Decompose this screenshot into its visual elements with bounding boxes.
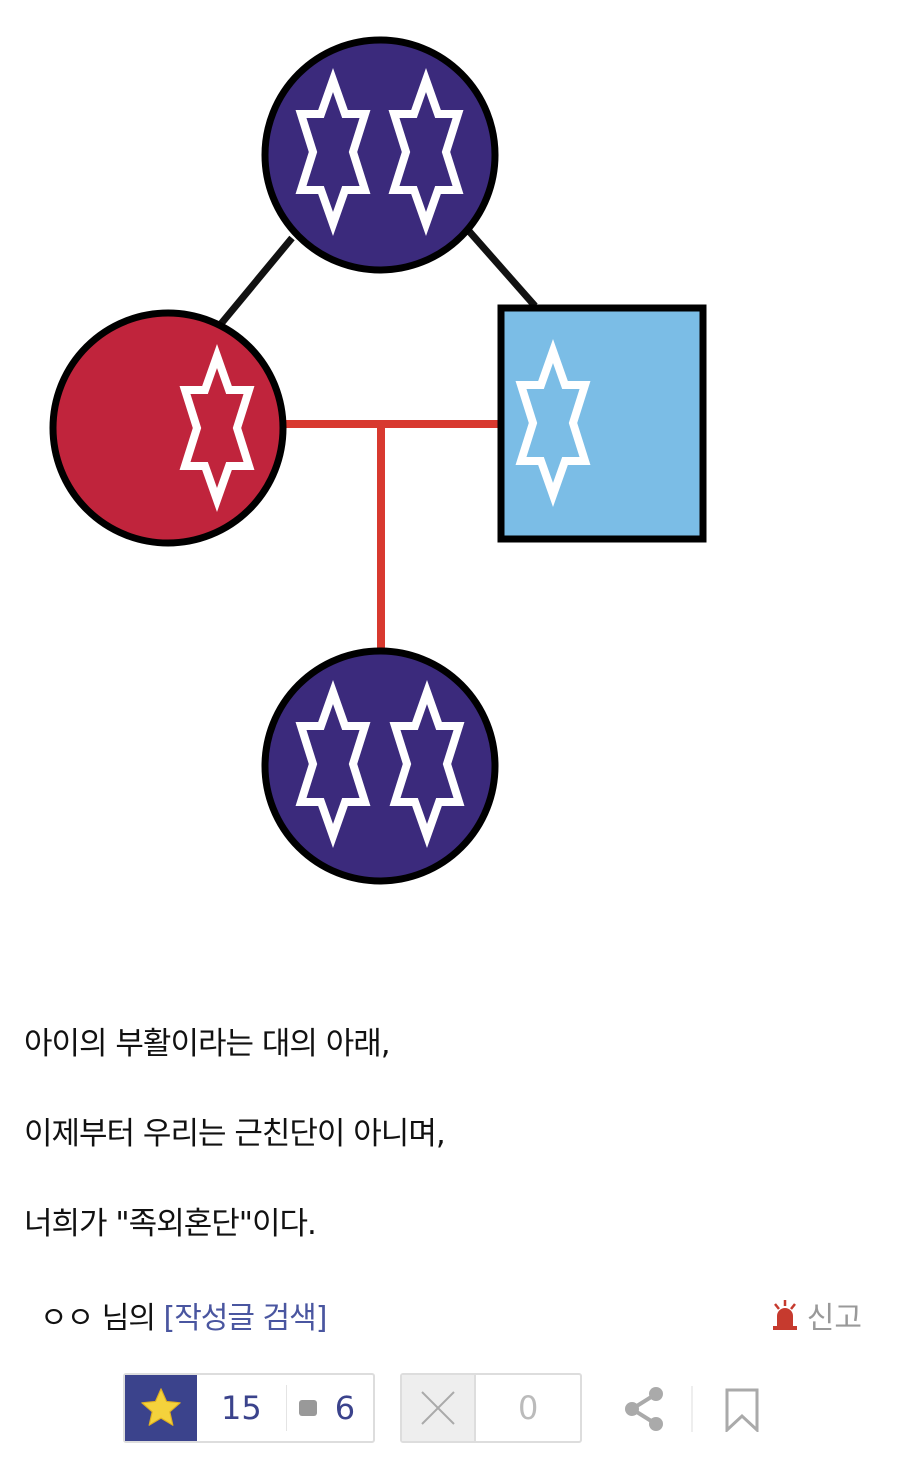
- fixed-user-icon: [298, 1400, 317, 1416]
- recommend-button[interactable]: 15 6: [123, 1373, 375, 1443]
- star-icon: [125, 1375, 197, 1441]
- nonrecommend-button[interactable]: 0: [400, 1373, 582, 1443]
- report-label: 신고: [806, 1301, 862, 1336]
- search-posts-link[interactable]: [작성글 검색]: [163, 1301, 327, 1336]
- bookmark-icon[interactable]: [724, 1388, 760, 1432]
- nonrecommend-count: 0: [518, 1389, 539, 1427]
- body-line-3: 너희가 "족외혼단"이다.: [24, 1206, 317, 1242]
- family-diagram: [49, 36, 707, 885]
- connector-top-left: [217, 235, 295, 328]
- report-button[interactable]: 신고: [769, 1293, 862, 1337]
- right-node: [497, 304, 707, 543]
- author-name: ㅇㅇ 님의: [40, 1301, 156, 1336]
- body-line-1: 아이의 부활이라는 대의 아래,: [24, 1026, 391, 1062]
- divider: [691, 1386, 693, 1432]
- fixed-recommend-count: 6: [334, 1389, 356, 1427]
- share-icon[interactable]: [622, 1386, 666, 1432]
- body-line-2: 이제부터 우리는 근친단이 아니며,: [24, 1116, 446, 1152]
- recommend-count: 15: [221, 1389, 262, 1427]
- top-node: [261, 36, 499, 274]
- siren-icon: [772, 1300, 797, 1330]
- author-line: ㅇㅇ 님의 [작성글 검색]: [40, 1293, 327, 1337]
- left-node: [49, 309, 287, 547]
- child-node: [261, 647, 499, 885]
- x-icon: [402, 1375, 476, 1441]
- connector-top-right: [465, 227, 538, 309]
